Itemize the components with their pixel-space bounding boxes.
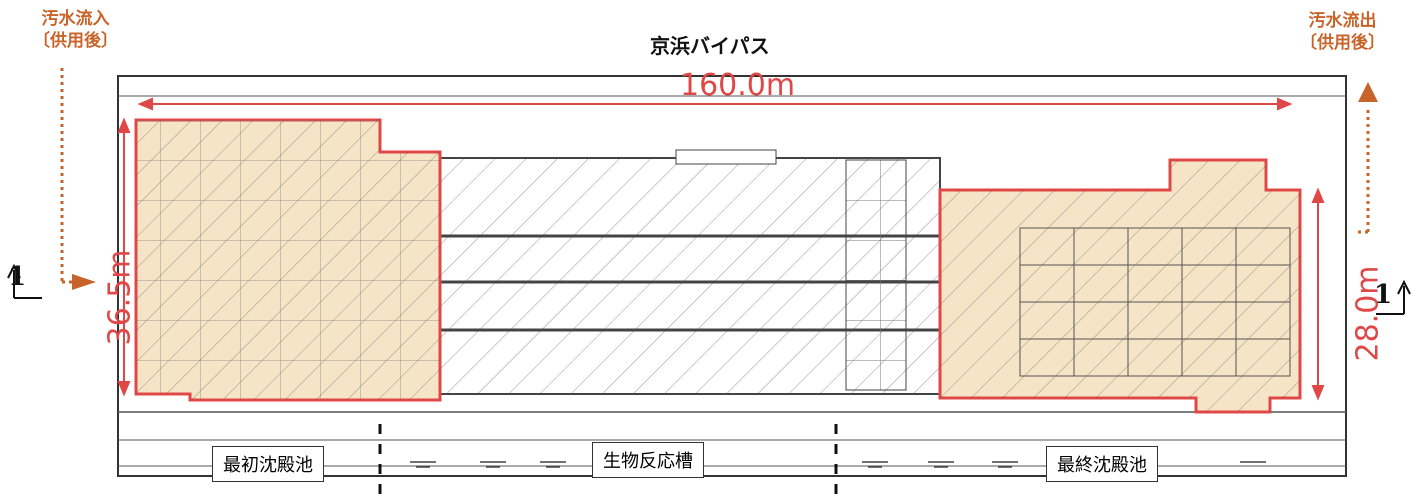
- width-dimension-left: 36.5m: [102, 249, 138, 346]
- section-label-left: 1: [8, 262, 27, 292]
- inflow-arrow-head: [72, 274, 96, 290]
- inflow-label-line1: 汚水流入: [41, 9, 110, 29]
- outflow-label-line1: 汚水流出: [1308, 11, 1377, 31]
- inflow-arrow: [60, 68, 72, 284]
- road-label: 京浜バイパス: [650, 34, 770, 58]
- outflow-arrow: [1354, 110, 1370, 234]
- section-marker-left: [7, 263, 42, 299]
- section-marker-right: [1376, 279, 1411, 315]
- outflow-label: 汚水流出 〔供用後〕: [1300, 10, 1385, 54]
- dimension-lines: [117, 97, 1325, 401]
- area-label-final-sedimentation: 最終沈殿池: [1046, 446, 1158, 482]
- area-label-primary-sedimentation: 最初沈殿池: [212, 446, 324, 482]
- inflow-label-line2: 〔供用後〕: [33, 31, 118, 51]
- section-label-right: 1: [1374, 280, 1393, 310]
- outflow-label-line2: 〔供用後〕: [1300, 33, 1385, 53]
- inflow-label: 汚水流入 〔供用後〕: [33, 8, 118, 52]
- area-label-biological-reactor: 生物反応槽: [592, 442, 704, 478]
- site-boundary: [117, 75, 1347, 477]
- outflow-arrow-head: [1358, 82, 1378, 102]
- length-dimension: 160.0m: [680, 68, 796, 103]
